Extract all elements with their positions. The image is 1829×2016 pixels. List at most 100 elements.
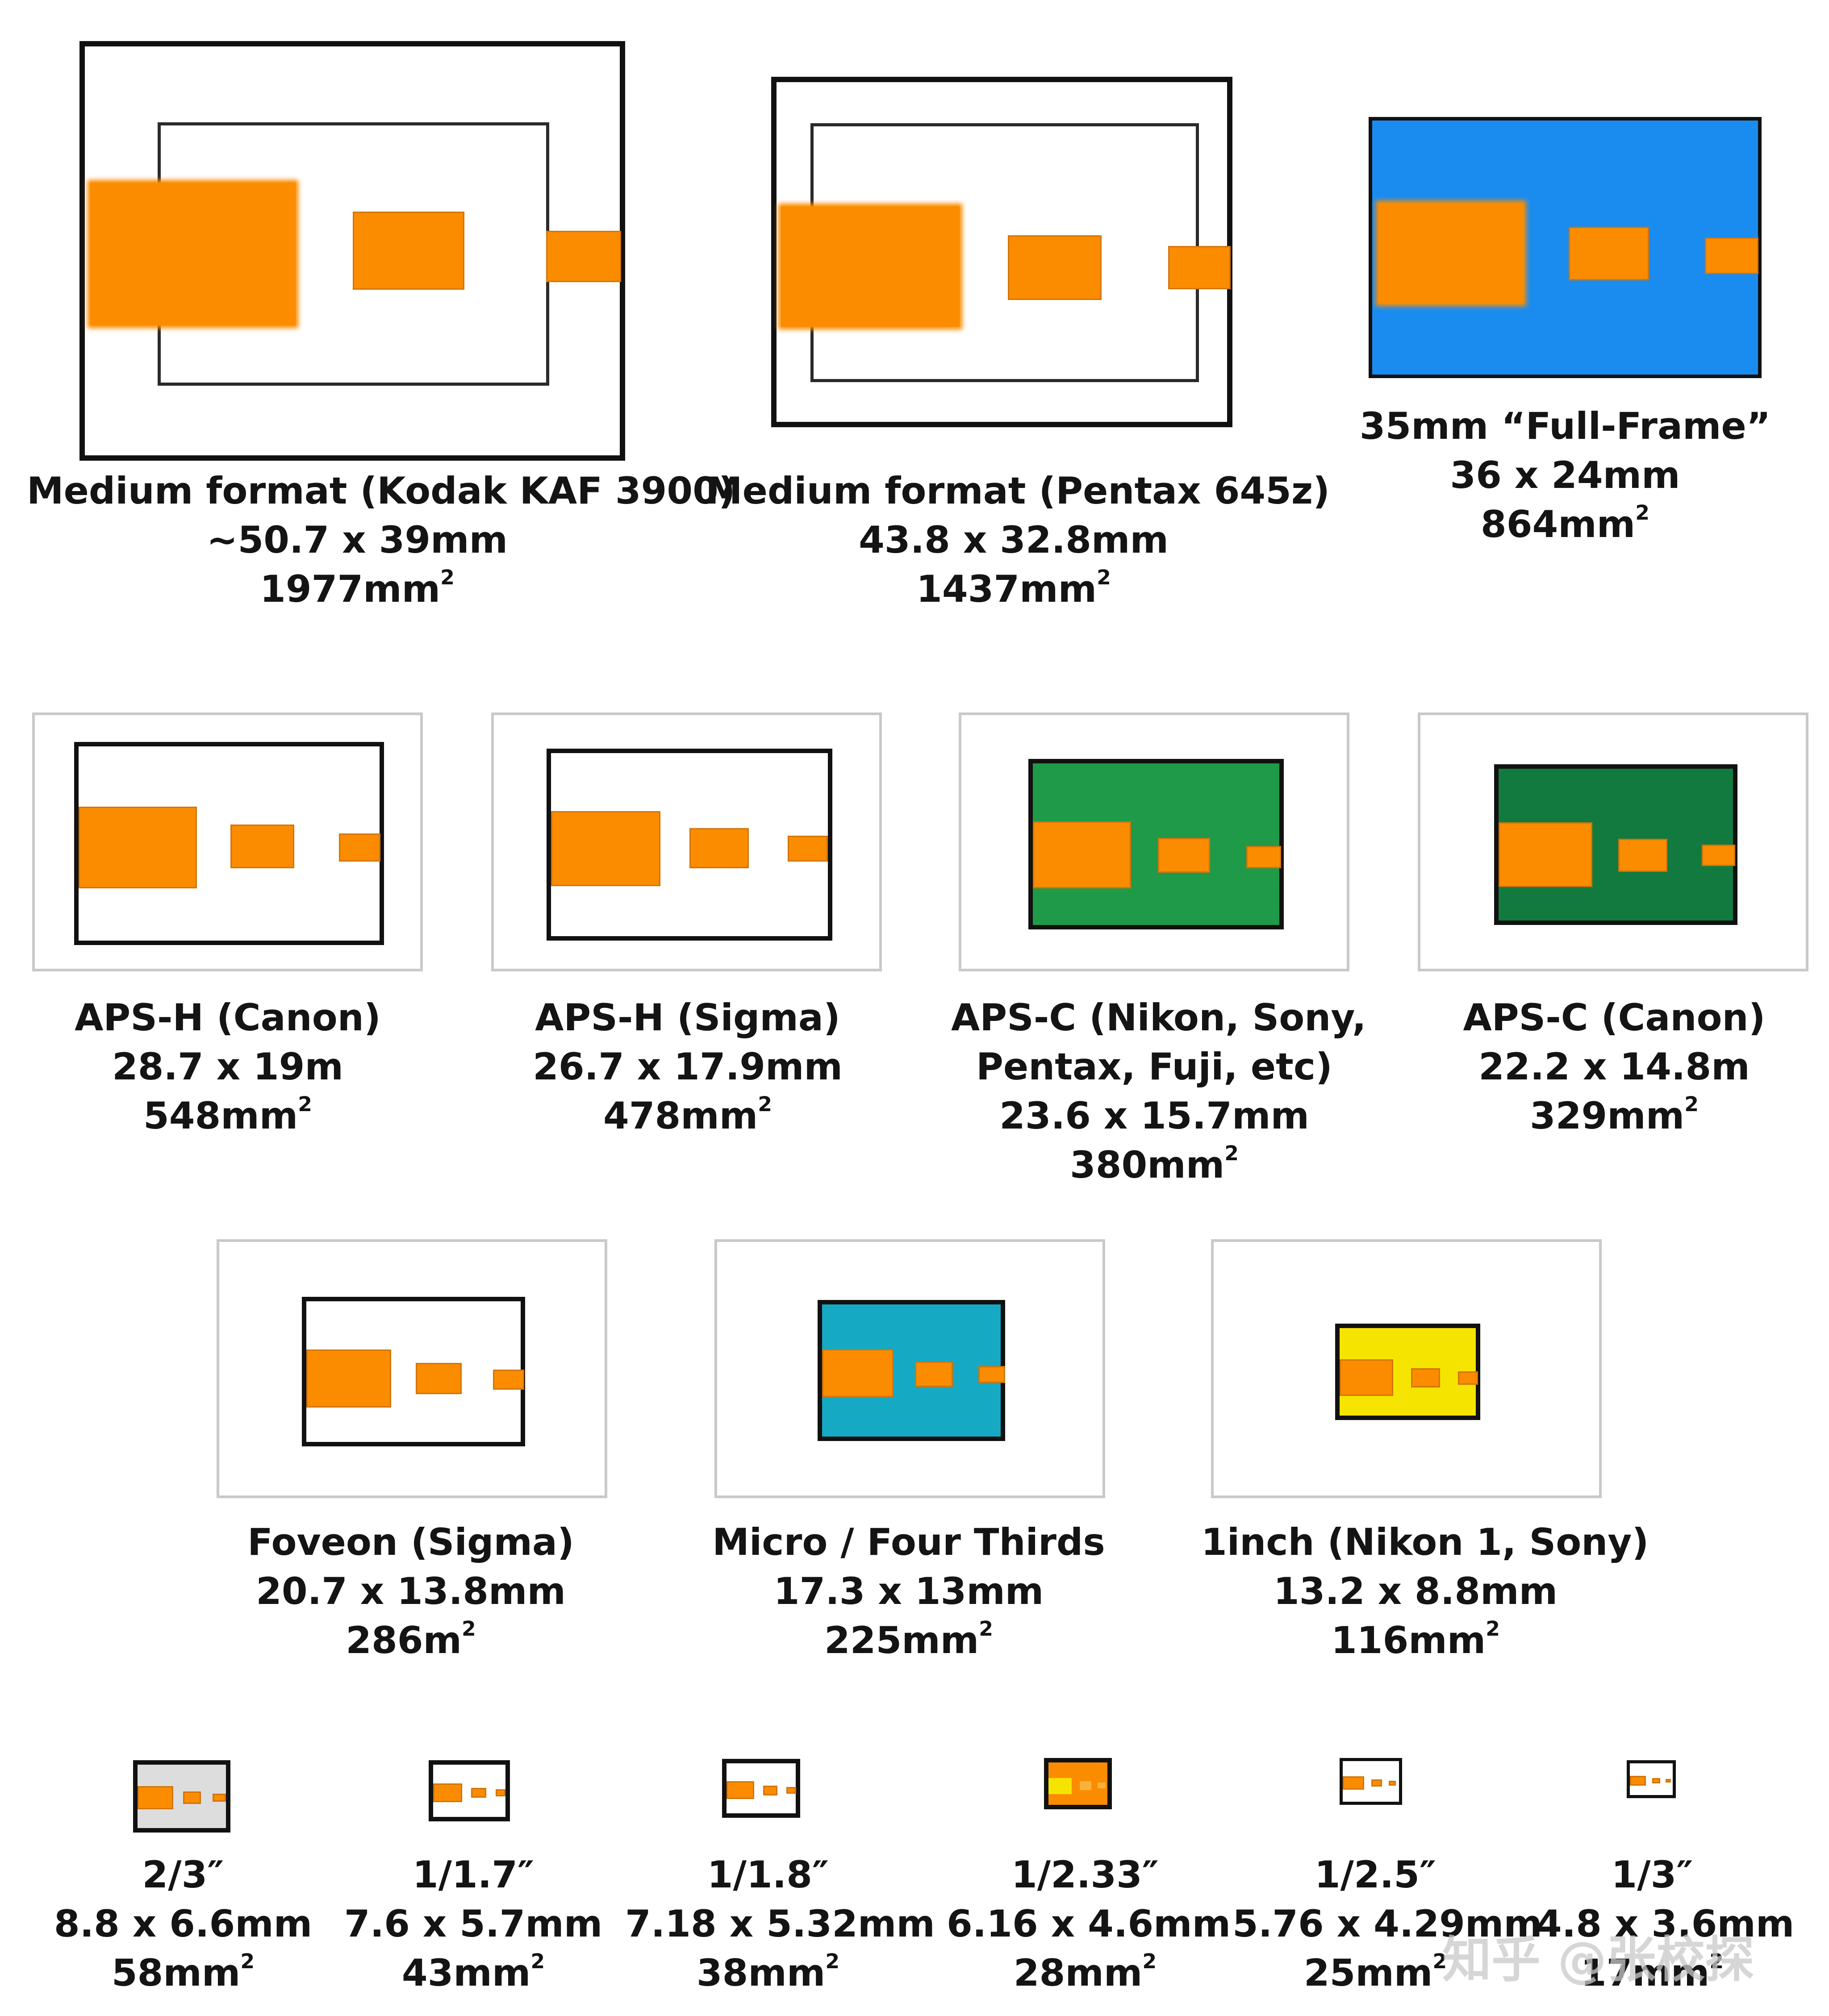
medium-sensor-block [1569, 227, 1649, 280]
sensor-name: Medium format (Kodak KAF 3900) [27, 469, 735, 512]
sensor-dimensions: 7.18 x 5.32mm [625, 1902, 935, 1945]
sensor-area: 17mm2 [1580, 1949, 1724, 1995]
medium-sensor-block [1371, 1779, 1382, 1787]
sensor-diagram-one-over-2-33-inch [1044, 1758, 1112, 1809]
medium-sensor-block [1158, 838, 1210, 873]
large-sensor-block [1048, 1778, 1072, 1794]
medium-sensor-block [1618, 839, 1667, 872]
sensor-name: Micro / Four Thirds [712, 1520, 1105, 1564]
sensor-diagram-aps-c-canon [1418, 712, 1808, 971]
sensor-outline [1335, 1324, 1480, 1420]
sensor-dimensions: 23.6 x 15.7mm [999, 1094, 1309, 1137]
sensor-diagram-one-inch [1211, 1239, 1602, 1498]
sensor-area: 286m2 [346, 1617, 476, 1662]
large-sensor-block [306, 1350, 391, 1408]
sensor-area: 478mm2 [603, 1092, 772, 1137]
sensor-dimensions: 5.76 x 4.29mm [1232, 1902, 1542, 1945]
sensor-dimensions: 17.3 x 13mm [773, 1570, 1044, 1613]
sensor-dimensions: 8.8 x 6.6mm [54, 1902, 313, 1945]
sensor-area: 28mm2 [1013, 1949, 1157, 1995]
large-sensor-block [79, 807, 197, 888]
sensor-name: 1/1.7″ [412, 1853, 535, 1896]
sensor-name: 1/2.5″ [1314, 1853, 1436, 1896]
sensor-dimensions: 26.7 x 17.9mm [533, 1045, 843, 1088]
sensor-outline [74, 742, 384, 945]
sensor-name: APS-C (Canon) [1463, 996, 1766, 1039]
small-sensor-block [496, 1789, 505, 1796]
medium-sensor-block [1652, 1778, 1660, 1783]
large-sensor-block [727, 1781, 754, 1799]
sensor-name: APS-H (Sigma) [535, 996, 840, 1039]
sensor-name: Medium format (Pentax 645z) [706, 469, 1330, 512]
sensor-name: 1inch (Nikon 1, Sony) [1201, 1520, 1649, 1564]
small-sensor-block [1458, 1371, 1478, 1385]
sensor-name: APS-H (Canon) [75, 996, 381, 1039]
sensor-diagram-foveon [217, 1239, 607, 1498]
medium-sensor-block [353, 212, 464, 290]
sensor-dimensions: 4.8 x 3.6mm [1536, 1902, 1795, 1945]
small-sensor-block [339, 833, 380, 862]
sensor-dimensions: 28.7 x 19m [112, 1045, 344, 1088]
watermark-text: 知乎 @张校探 [1442, 1931, 1754, 1988]
sensor-name: 35mm “Full-Frame” [1359, 404, 1771, 448]
large-sensor-block [138, 1786, 173, 1809]
caption-one-over-2-5-inch: 1/2.5″ 5.76 x 4.29mm 25mm2 [1232, 1850, 1542, 1998]
small-sensor-block [1702, 845, 1735, 866]
medium-sensor-block [471, 1788, 486, 1798]
sensor-area: 864mm2 [1481, 501, 1649, 546]
small-sensor-block [1246, 846, 1281, 868]
medium-sensor-block [1080, 1781, 1091, 1790]
sensor-outline [1028, 759, 1284, 929]
sensor-dimensions: 22.2 x 14.8m [1478, 1045, 1750, 1088]
sensor-dimensions: ~50.7 x 39mm [206, 518, 508, 562]
sensor-diagram-full-frame [1369, 117, 1762, 378]
large-sensor-block [1378, 203, 1524, 304]
small-sensor-block [1389, 1781, 1396, 1786]
caption-full-frame: 35mm “Full-Frame” 36 x 24mm 864mm2 [1331, 402, 1800, 549]
caption-micro-four-thirds: Micro / Four Thirds 17.3 x 13mm 225mm2 [706, 1518, 1112, 1665]
large-sensor-block [781, 206, 960, 327]
caption-foveon: Foveon (Sigma) 20.7 x 13.8mm 286m2 [210, 1518, 612, 1665]
medium-sensor-block [416, 1363, 462, 1394]
small-sensor-block [1705, 237, 1758, 274]
sensor-diagram-aps-h-sigma [491, 712, 882, 971]
sensor-dimensions: 36 x 24mm [1450, 454, 1680, 497]
caption-one-over-2-33-inch: 1/2.33″ 6.16 x 4.6mm 28mm2 [947, 1850, 1231, 1998]
caption-one-third-inch: 1/3″ 4.8 x 3.6mm 17mm2 [1536, 1850, 1795, 1998]
sensor-name: 1/2.33″ [1011, 1853, 1159, 1896]
sensor-area: 38mm2 [696, 1949, 840, 1995]
large-sensor-block [433, 1783, 462, 1802]
sensor-name-line2: Pentax, Fuji, etc) [976, 1045, 1332, 1088]
sensor-diagram-two-thirds-inch [133, 1760, 230, 1833]
caption-one-over-1-8-inch: 1/1.8″ 7.18 x 5.32mm 38mm2 [625, 1850, 935, 1998]
medium-sensor-block [689, 828, 749, 868]
medium-sensor-block [183, 1791, 201, 1804]
caption-aps-h-canon: APS-H (Canon) 28.7 x 19m 548mm2 [27, 993, 429, 1141]
sensor-outline [302, 1297, 525, 1446]
caption-aps-c-nikon: APS-C (Nikon, Sony, Pentax, Fuji, etc) 2… [951, 993, 1366, 1190]
medium-sensor-block [915, 1362, 953, 1387]
sensor-area: 548mm2 [143, 1092, 312, 1137]
medium-sensor-block [1411, 1368, 1440, 1387]
sensor-diagram-medium-format-pentax [771, 77, 1232, 427]
caption-aps-c-canon: APS-C (Canon) 22.2 x 14.8m 329mm2 [1411, 993, 1817, 1141]
sensor-area: 329mm2 [1530, 1092, 1699, 1137]
sensor-area: 225mm2 [824, 1617, 993, 1662]
sensor-dimensions: 6.16 x 4.6mm [947, 1902, 1231, 1945]
sensor-diagram-medium-format-kodak [79, 41, 625, 461]
sensor-outline [547, 749, 832, 941]
medium-sensor-block [763, 1786, 777, 1795]
small-sensor-block [786, 1787, 796, 1794]
sensor-diagram-micro-four-thirds [714, 1239, 1105, 1498]
caption-aps-h-sigma: APS-H (Sigma) 26.7 x 17.9mm 478mm2 [487, 993, 889, 1141]
sensor-name: 2/3″ [142, 1853, 224, 1896]
large-sensor-block [1499, 822, 1592, 887]
sensor-area: 380mm2 [1070, 1141, 1239, 1187]
sensor-area: 116mm2 [1331, 1617, 1500, 1662]
sensor-outline [818, 1300, 1005, 1441]
sensor-diagram-one-third-inch [1627, 1760, 1676, 1798]
large-sensor-block [90, 183, 296, 325]
sensor-outline [1494, 764, 1737, 925]
small-sensor-block [1098, 1783, 1106, 1788]
small-sensor-block [978, 1366, 1005, 1383]
